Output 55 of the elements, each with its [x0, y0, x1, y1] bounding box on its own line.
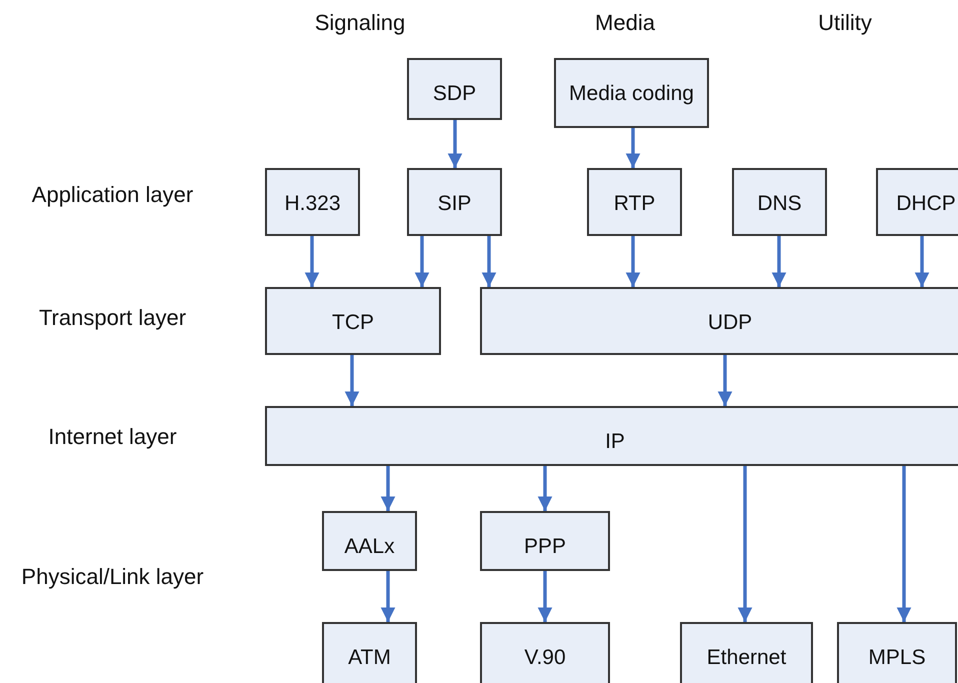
- layer-box: [837, 622, 957, 683]
- layer-box: [876, 168, 958, 236]
- box-label: DNS: [757, 191, 802, 217]
- layer-heading: Transport layer: [38, 304, 188, 332]
- box-label: ATM: [348, 645, 391, 671]
- layer-box: [265, 406, 958, 466]
- arrow: [414, 236, 430, 287]
- layer-box: [265, 287, 441, 355]
- box-label: DHCP: [896, 191, 956, 217]
- column-heading: Utility: [817, 9, 873, 37]
- box-label: RTP: [614, 191, 656, 217]
- arrow: [344, 355, 360, 406]
- layer-box: [680, 622, 813, 683]
- box-label: Media coding: [569, 81, 694, 107]
- box-label: H.323: [284, 191, 341, 217]
- arrow: [538, 571, 552, 622]
- box-label: AALx: [344, 534, 395, 560]
- box-label: Ethernet: [706, 645, 786, 671]
- layer-box: [407, 58, 502, 120]
- arrow: [914, 236, 930, 287]
- arrow: [380, 466, 396, 511]
- layer-box: [732, 168, 827, 236]
- layer-heading: Physical/Link layer: [20, 563, 205, 591]
- box-label: V.90: [524, 645, 566, 671]
- box-label: SIP: [438, 191, 472, 217]
- layer-box: [587, 168, 682, 236]
- box-label: TCP: [332, 310, 374, 336]
- arrow: [896, 466, 912, 622]
- layer-box: [407, 168, 502, 236]
- layer-box: [322, 622, 417, 683]
- box-label: SDP: [432, 81, 476, 107]
- box-label: IP: [605, 429, 625, 455]
- arrow: [538, 466, 552, 511]
- arrow: [738, 466, 752, 622]
- layer-box: [322, 511, 417, 571]
- column-heading: Media: [594, 9, 656, 37]
- layer-box: [554, 58, 709, 128]
- layer-heading: Application layer: [30, 181, 194, 209]
- box-label: UDP: [708, 310, 752, 336]
- layer-box: [480, 511, 610, 571]
- box-label: MPLS: [868, 645, 926, 671]
- arrow: [380, 571, 396, 622]
- box-label: PPP: [524, 534, 566, 560]
- arrow: [482, 236, 496, 287]
- arrow: [626, 128, 640, 168]
- layer-box: [265, 168, 360, 236]
- arrow: [626, 236, 640, 287]
- column-heading: Signaling: [314, 9, 406, 37]
- layer-box: [480, 622, 610, 683]
- arrow: [718, 355, 732, 406]
- arrow: [304, 236, 320, 287]
- layer-heading: Internet layer: [47, 423, 178, 451]
- arrow: [448, 120, 462, 168]
- layer-box: [480, 287, 958, 355]
- arrow: [772, 236, 786, 287]
